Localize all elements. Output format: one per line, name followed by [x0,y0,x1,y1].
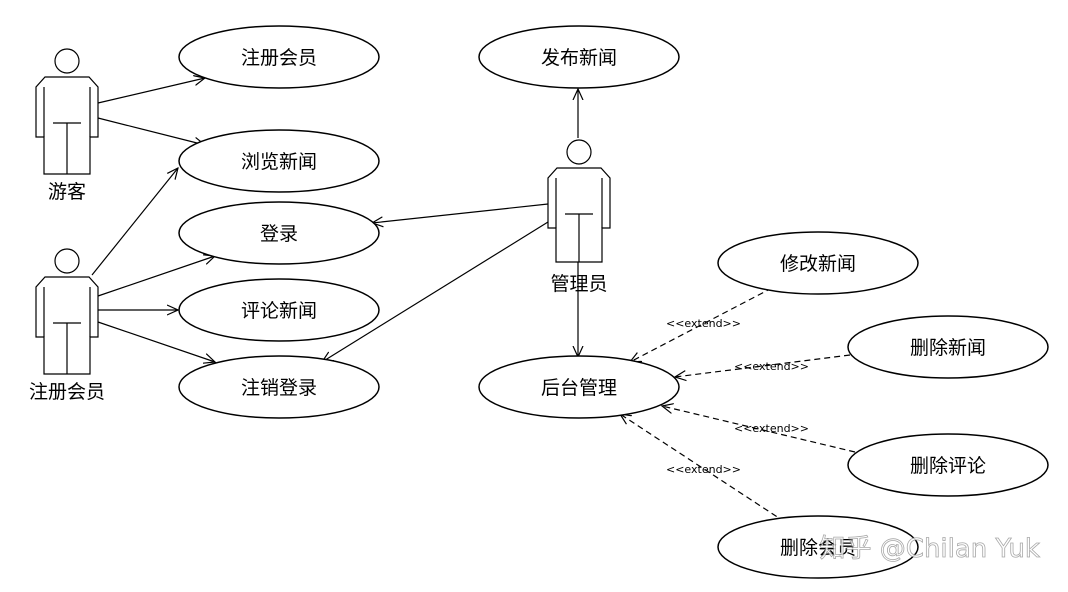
use-case-register-label: 注册会员 [241,47,317,69]
use-case-logout-label: 注销登录 [241,377,317,399]
use-case-comment: 评论新闻 [178,278,380,342]
actor-admin-label: 管理员 [550,273,607,295]
actor-guest-label: 游客 [48,181,86,203]
actor-head-icon [54,48,80,74]
use-case-delete-member: 删除会员 [717,515,919,579]
use-case-delete-member-label: 删除会员 [780,537,856,559]
actor-head-icon [566,139,592,165]
associations [91,78,578,362]
extend-label-delete-news: <<extend>> [734,360,809,373]
extend-relations: <<extend>> <<extend>> <<extend>> <<exten… [620,287,856,523]
use-case-delete-news: 删除新闻 [847,315,1049,379]
use-case-browse-label: 浏览新闻 [241,151,317,173]
use-case-delete-news-label: 删除新闻 [910,337,986,359]
actor-member-label: 注册会员 [29,381,105,403]
use-case-login: 登录 [178,201,380,265]
guest-to-browse-edge [97,117,205,145]
use-case-register: 注册会员 [178,25,380,89]
extend-label-delete-comment: <<extend>> [734,422,809,435]
actor-head-icon [54,248,80,274]
use-case-edit-news-label: 修改新闻 [780,253,856,275]
use-case-comment-label: 评论新闻 [241,300,317,322]
actor-member [35,248,99,375]
watermark: 知乎 @Chilan Yuk [820,534,1040,564]
member-to-logout-edge [97,321,215,362]
use-case-publish-label: 发布新闻 [541,47,617,69]
use-case-edit-news: 修改新闻 [717,231,919,295]
actor-admin [547,139,611,263]
use-case-browse: 浏览新闻 [178,129,380,193]
use-case-backend-label: 后台管理 [541,377,617,399]
actor-guest [35,48,99,175]
member-to-login-edge [97,256,215,297]
use-case-backend: 后台管理 [478,355,680,419]
delete-member-extends-backend-edge [620,414,786,523]
admin-to-login-edge [372,203,549,223]
edit-extends-backend-edge [630,287,773,362]
extend-label-delete-member: <<extend>> [666,463,741,476]
guest-to-register-edge [97,78,205,104]
use-case-publish: 发布新闻 [478,25,680,89]
use-case-login-label: 登录 [260,223,298,245]
member-to-browse-edge [91,168,178,276]
use-case-logout: 注销登录 [178,355,380,419]
extend-label-edit: <<extend>> [666,317,741,330]
use-case-delete-comment: 删除评论 [847,433,1049,497]
delete-comment-extends-backend-edge [662,406,856,453]
use-case-delete-comment-label: 删除评论 [910,455,986,477]
admin-to-logout-edge [322,221,549,362]
